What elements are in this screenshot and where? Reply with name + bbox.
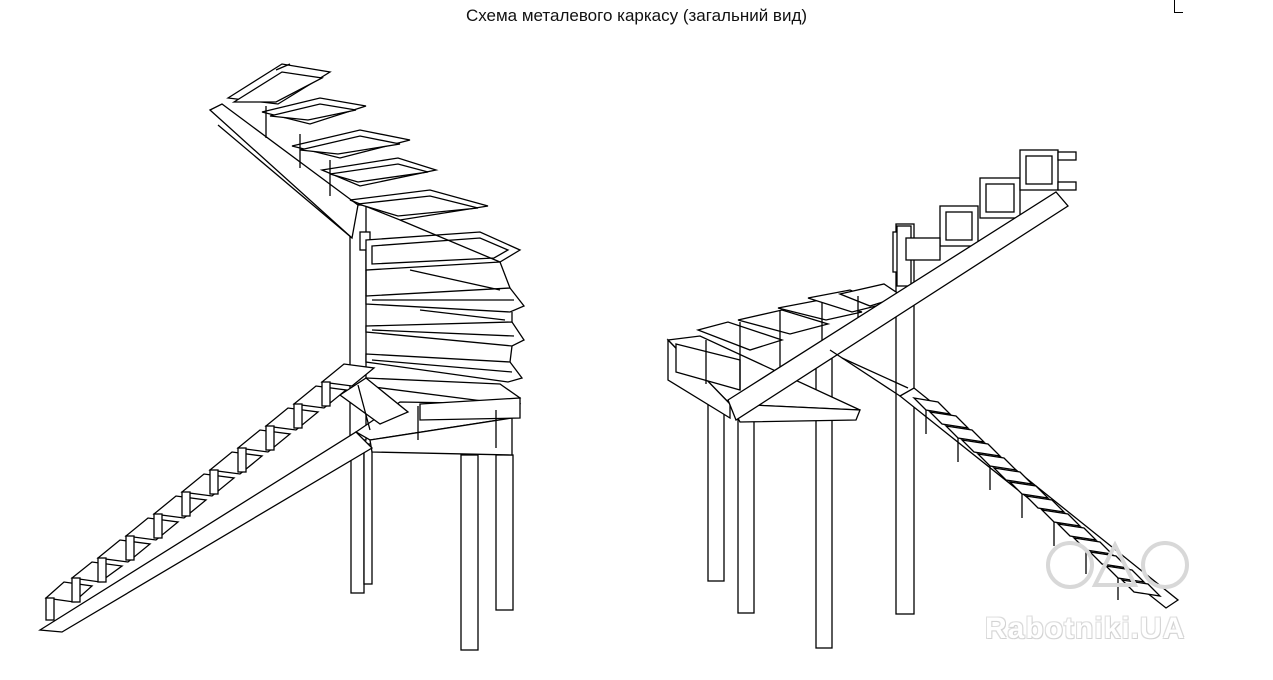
- watermark-logo-icon: [1046, 540, 1189, 589]
- right-staircase-view: [666, 149, 1180, 649]
- right-platform: [666, 335, 861, 423]
- right-support-posts: [707, 223, 915, 649]
- right-lower-steps: [912, 397, 1162, 600]
- left-lower-stringer: [38, 431, 374, 633]
- right-upper-stringer: [727, 191, 1069, 421]
- left-support-posts: [350, 439, 514, 651]
- diagram-title: Схема металевого каркасу (загальний вид): [465, 6, 808, 25]
- left-upper-stringer: [208, 103, 359, 240]
- right-upper-steps: [896, 149, 1077, 287]
- left-lower-steps: [44, 363, 376, 621]
- corner-mark: [1174, 0, 1183, 13]
- watermark-text: Rabotniki.UA: [985, 612, 1186, 645]
- left-staircase-view: [38, 63, 526, 651]
- left-winder-steps: [365, 219, 526, 405]
- left-landing-frame: [338, 377, 522, 456]
- left-upper-steps: [226, 63, 489, 221]
